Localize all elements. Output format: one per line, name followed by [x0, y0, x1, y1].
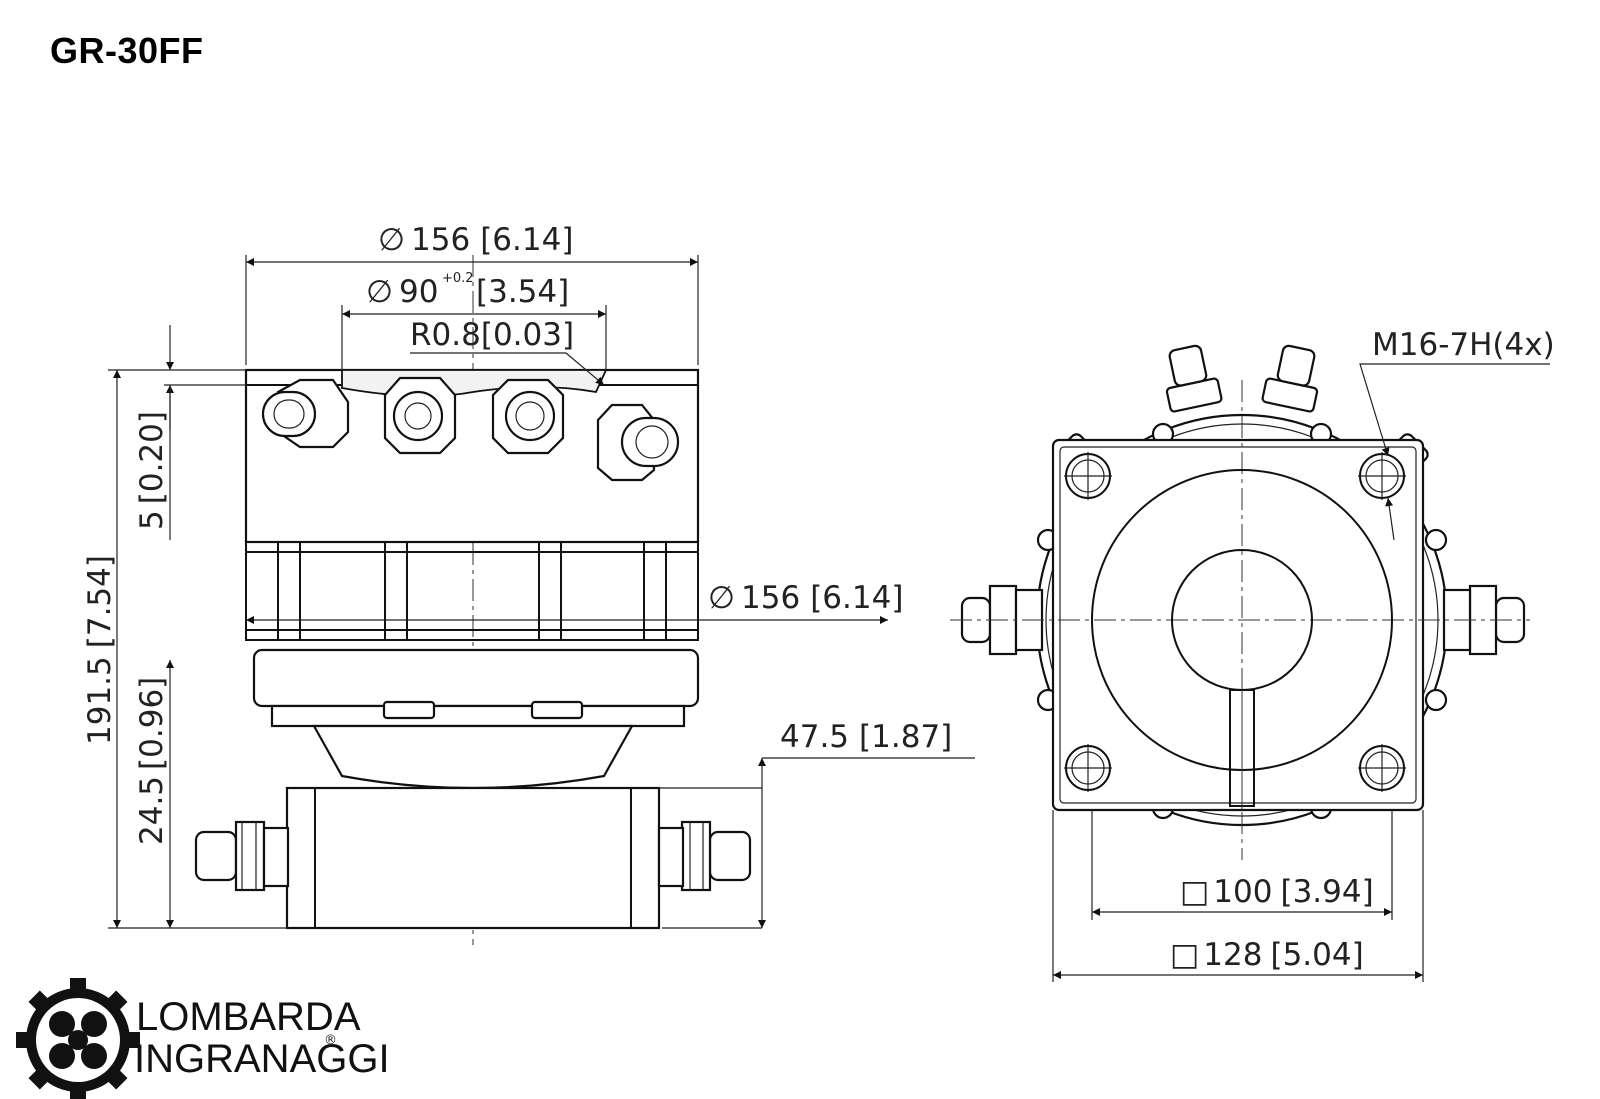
svg-text:□100[3.94]: □100[3.94]	[1180, 874, 1374, 910]
cone	[312, 724, 634, 790]
hydraulic-fitting-1	[261, 378, 350, 449]
thread-holes	[1064, 452, 1406, 792]
dim-square-100: □100[3.94]	[1091, 810, 1393, 920]
svg-text:□128[5.04]: □128[5.04]	[1170, 937, 1364, 973]
registered-mark: ®	[324, 1033, 337, 1048]
square-flange	[1051, 438, 1425, 812]
bottom-swivel	[194, 786, 752, 930]
hydraulic-fitting-3	[491, 378, 565, 455]
svg-text:[3.54]: [3.54]	[476, 274, 569, 310]
svg-text:∅156[6.14]: ∅156[6.14]	[378, 222, 573, 258]
lower-flange	[252, 648, 700, 728]
dim-height-24-5: 24.5[0.96]	[134, 660, 174, 928]
side-view: ∅156[6.14] ∅90 +0.2 [3.54] R0.8[0.03] ∅1…	[82, 222, 975, 945]
tolerance-label: +0.2	[442, 271, 474, 286]
logo-line-2: INGRANAGGI	[134, 1037, 390, 1081]
svg-text:∅156[6.14]: ∅156[6.14]	[708, 580, 903, 616]
rotor-cage	[245, 541, 699, 641]
dim-height-5: 5[0.20]	[134, 325, 246, 540]
svg-text:5[0.20]: 5[0.20]	[134, 411, 170, 530]
hydraulic-fitting-4	[596, 403, 680, 482]
dim-square-128: □128[5.04]	[1052, 810, 1424, 982]
logo-line-1: LOMBARDA	[136, 995, 361, 1039]
svg-text:M16-7H(4x): M16-7H(4x)	[1372, 327, 1555, 363]
diameter-symbol: ∅	[378, 222, 405, 258]
gear-logo-icon	[16, 978, 140, 1099]
dim-dia-90-bore: ∅90 +0.2 [3.54]	[341, 271, 607, 370]
dim-radius: R0.8[0.03]	[410, 317, 605, 386]
company-logo: LOMBARDA INGRANAGGI ®	[16, 978, 390, 1099]
dim-dia-156-mid: ∅156[6.14]	[246, 580, 903, 624]
dim-port-offset: 47.5[1.87]	[659, 719, 975, 929]
svg-text:∅90: ∅90	[366, 274, 438, 310]
svg-text:47.5[1.87]: 47.5[1.87]	[780, 719, 952, 755]
dim-height-total: 191.5[7.54]	[82, 369, 287, 929]
hydraulic-fitting-2	[383, 376, 457, 455]
svg-text:191.5[7.54]: 191.5[7.54]	[82, 555, 118, 745]
top-view: M16-7H(4x) □100[3.94] □128[5.04]	[950, 327, 1555, 982]
square-symbol: □	[1180, 874, 1209, 910]
dim-thread-callout: M16-7H(4x)	[1359, 327, 1555, 541]
drawing-title: GR-30FF	[50, 30, 204, 71]
svg-text:24.5[0.96]: 24.5[0.96]	[134, 677, 170, 845]
dim-dia-156-top: ∅156[6.14]	[245, 222, 699, 365]
svg-text:R0.8[0.03]: R0.8[0.03]	[410, 317, 574, 353]
